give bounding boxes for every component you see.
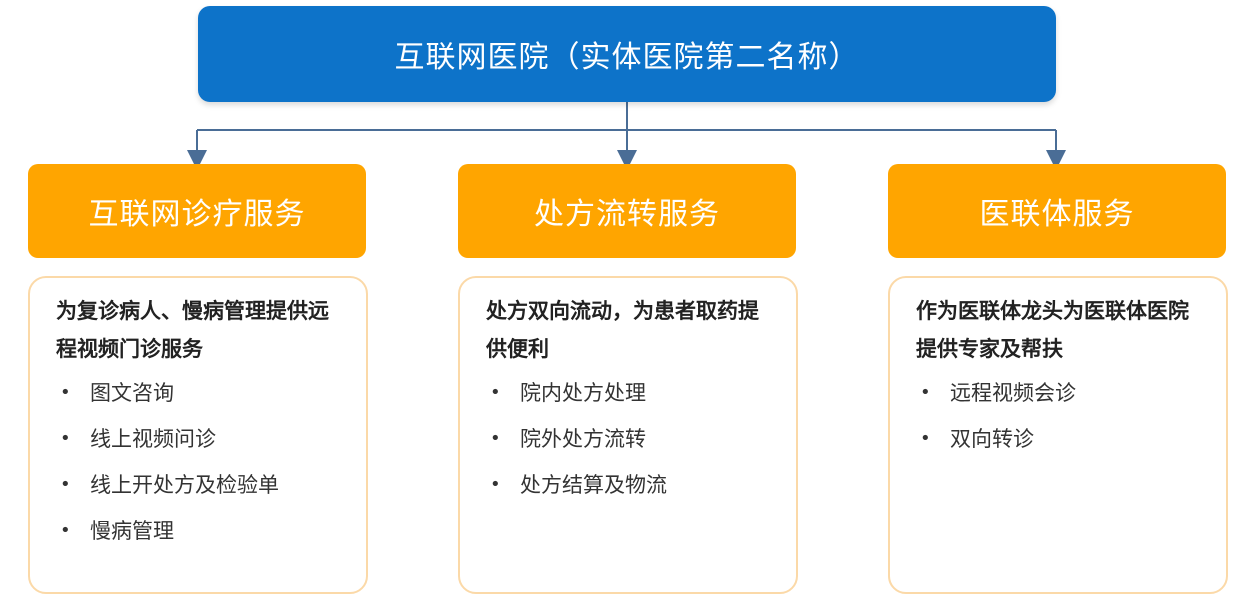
- bullet-icon: •: [920, 382, 931, 403]
- bullet-icon: •: [490, 382, 501, 403]
- list-item: •线上视频问诊: [56, 416, 344, 462]
- list-item: •远程视频会诊: [916, 370, 1204, 416]
- bullet-icon: •: [60, 428, 71, 449]
- category-title: 互联网诊疗服务: [88, 197, 306, 232]
- top-node-title: 互联网医院（实体医院第二名称）: [394, 40, 860, 75]
- list-item: •院内处方处理: [486, 370, 774, 416]
- detail-card-online-diagnosis: 为复诊病人、慢病管理提供远程视频门诊服务 •图文咨询 •线上视频问诊 •线上开处…: [28, 276, 368, 594]
- bullet-icon: •: [60, 382, 71, 403]
- list-item: •处方结算及物流: [486, 462, 774, 508]
- list-item: •线上开处方及检验单: [56, 462, 344, 508]
- list-item: •图文咨询: [56, 370, 344, 416]
- bullet-icon: •: [490, 428, 501, 449]
- bullet-icon: •: [60, 474, 71, 495]
- list-item: •双向转诊: [916, 416, 1204, 462]
- detail-card-prescription-transfer: 处方双向流动，为患者取药提供便利 •院内处方处理 •院外处方流转 •处方结算及物…: [458, 276, 798, 594]
- detail-heading: 作为医联体龙头为医联体医院提供专家及帮扶: [916, 299, 1189, 361]
- detail-heading: 为复诊病人、慢病管理提供远程视频门诊服务: [56, 299, 329, 361]
- detail-heading: 处方双向流动，为患者取药提供便利: [486, 299, 759, 361]
- category-title: 处方流转服务: [534, 197, 720, 232]
- category-node-prescription-transfer: 处方流转服务: [458, 164, 796, 258]
- category-title: 医联体服务: [979, 197, 1135, 232]
- category-node-online-diagnosis: 互联网诊疗服务: [28, 164, 366, 258]
- category-node-medical-alliance: 医联体服务: [888, 164, 1226, 258]
- top-node-internet-hospital: 互联网医院（实体医院第二名称）: [198, 6, 1056, 102]
- detail-card-medical-alliance: 作为医联体龙头为医联体医院提供专家及帮扶 •远程视频会诊 •双向转诊: [888, 276, 1228, 594]
- bullet-icon: •: [920, 428, 931, 449]
- list-item: •慢病管理: [56, 508, 344, 554]
- bullet-icon: •: [490, 474, 501, 495]
- detail-list: •院内处方处理 •院外处方流转 •处方结算及物流: [486, 370, 774, 508]
- detail-list: •图文咨询 •线上视频问诊 •线上开处方及检验单 •慢病管理: [56, 370, 344, 554]
- bullet-icon: •: [60, 520, 71, 541]
- detail-list: •远程视频会诊 •双向转诊: [916, 370, 1204, 462]
- list-item: •院外处方流转: [486, 416, 774, 462]
